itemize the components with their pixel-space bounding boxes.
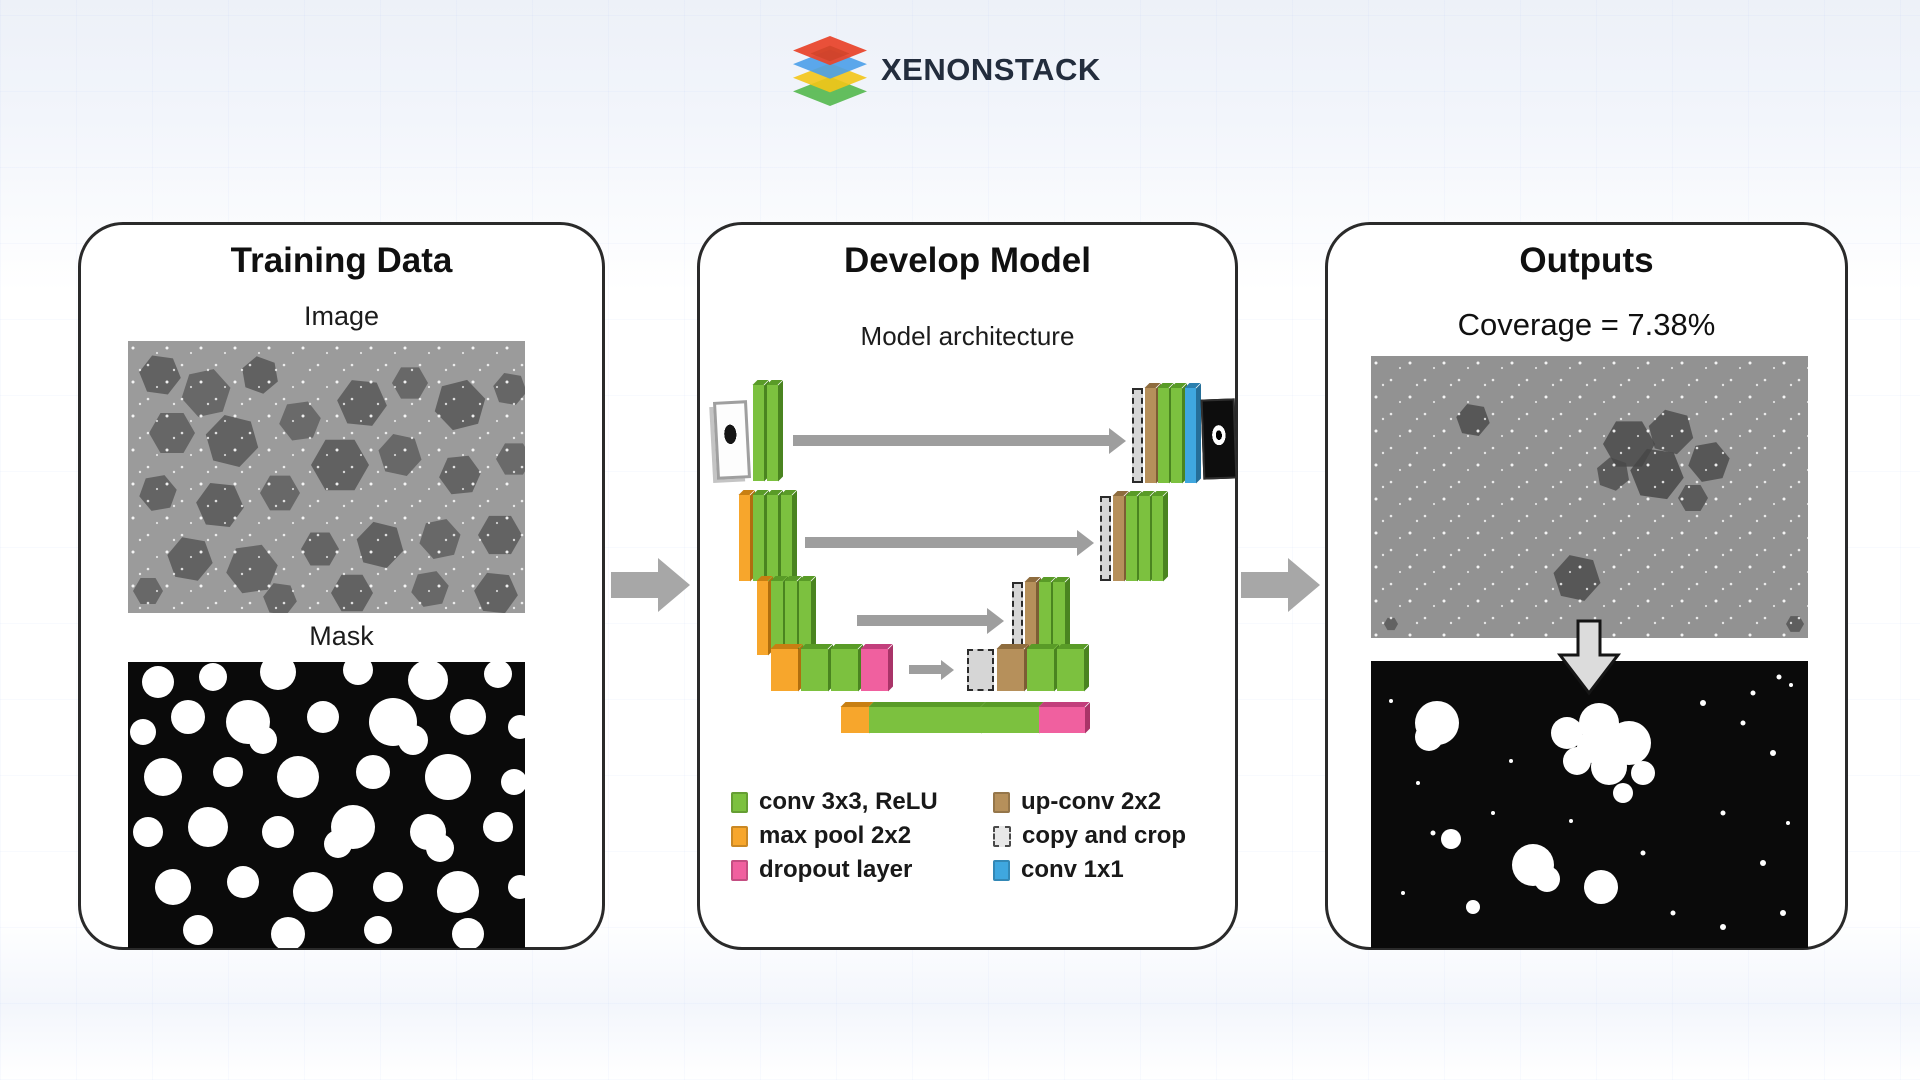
conv-layer-slab <box>771 581 783 655</box>
conv-layer-slab <box>799 581 811 655</box>
conv-layer-slab <box>781 495 792 581</box>
conv3x3-swatch-icon <box>731 791 748 813</box>
legend-label: conv 3x3, ReLU <box>759 788 938 815</box>
unet-architecture-diagram <box>705 375 1238 745</box>
maxpool-layer-slab <box>739 495 750 581</box>
conv-layer-slab <box>753 495 764 581</box>
output-mask-image <box>1371 661 1808 948</box>
conv-layer-slab <box>753 385 764 481</box>
conv-layer-slab <box>1158 388 1169 483</box>
conv-layer-slab <box>1039 582 1051 654</box>
copy-crop-swatch-icon <box>993 825 1011 847</box>
conv-layer-slab <box>1126 496 1137 581</box>
copy-crop-slab <box>1100 496 1111 581</box>
maxpool-layer-slab <box>757 581 768 655</box>
output-segmentation-plate <box>1200 398 1238 480</box>
conv-layer-cube <box>801 649 828 691</box>
conv-layer-cube <box>1057 649 1084 691</box>
conv-layer-slab <box>767 495 778 581</box>
legend-item: conv 1x1 <box>993 853 1217 887</box>
dropout-layer-cube <box>861 649 888 691</box>
conv-layer-cube <box>831 649 858 691</box>
panel-outputs: Outputs Coverage = 7.38% <box>1325 222 1848 950</box>
upconv-swatch-icon <box>993 791 1010 813</box>
input-image-plate <box>712 400 752 480</box>
image-label: Image <box>303 301 380 331</box>
training-image-micrograph <box>128 341 525 613</box>
upconv-layer-cube <box>997 649 1024 691</box>
down-arrow-icon <box>1556 619 1622 696</box>
unet-legend: conv 3x3, ReLU max pool 2x2 dropout laye… <box>731 785 1217 887</box>
logo: XENONSTACK <box>791 34 1101 106</box>
conv-layer-slab <box>785 581 797 655</box>
upconv-layer-slab <box>1025 582 1036 654</box>
panel-develop-model: Develop Model Model architecture <box>697 222 1238 950</box>
conv-layer-slab <box>1152 496 1163 581</box>
logo-wordmark: XENONSTACK <box>881 52 1101 87</box>
maxpool-swatch-icon <box>731 825 748 847</box>
legend-label: conv 1x1 <box>1021 856 1124 883</box>
conv1x1-layer-slab <box>1185 388 1196 483</box>
legend-item: dropout layer <box>731 853 993 887</box>
skip-connection-arrow <box>857 615 987 626</box>
legend-label: dropout layer <box>759 856 913 883</box>
upconv-layer-slab <box>1145 388 1156 483</box>
training-data-title: Training Data <box>230 241 453 280</box>
conv-layer-cube <box>1027 649 1054 691</box>
legend-label: up-conv 2x2 <box>1021 788 1162 815</box>
upconv-layer-slab <box>1113 496 1124 581</box>
conv-layer-slab <box>1053 582 1065 654</box>
panel-training-data: Training Data Image <box>78 222 605 950</box>
maxpool-layer-cube <box>841 707 869 733</box>
skip-connection-arrow <box>805 537 1077 548</box>
develop-model-title: Develop Model <box>844 241 1091 280</box>
legend-item: conv 3x3, ReLU <box>731 785 993 819</box>
legend-label: max pool 2x2 <box>759 822 912 849</box>
conv-layer-bar <box>981 707 1039 733</box>
flow-arrow-right-icon <box>1241 558 1320 612</box>
copy-crop-slab <box>1132 388 1143 483</box>
legend-item: max pool 2x2 <box>731 819 993 853</box>
dropout-swatch-icon <box>731 859 748 881</box>
model-architecture-label: Model architecture <box>860 321 1075 351</box>
outputs-title: Outputs <box>1519 241 1654 280</box>
output-micrograph <box>1371 356 1808 638</box>
skip-connection-arrow <box>793 435 1109 446</box>
conv-layer-slab <box>1171 388 1182 483</box>
legend-label: copy and crop <box>1022 822 1187 849</box>
coverage-value: Coverage = 7.38% <box>1457 307 1716 342</box>
legend-item: copy and crop <box>993 819 1217 853</box>
layers-stack-icon <box>793 35 867 106</box>
conv1x1-swatch-icon <box>993 859 1010 881</box>
bottleneck-arrow <box>909 665 941 674</box>
maxpool-layer-cube <box>771 649 798 691</box>
legend-item: up-conv 2x2 <box>993 785 1217 819</box>
flow-arrow-right-icon <box>611 558 690 612</box>
conv-layer-slab <box>1139 496 1150 581</box>
training-mask-image <box>128 662 525 948</box>
copy-crop-cube <box>967 649 994 691</box>
conv-layer-bar <box>869 707 981 733</box>
mask-label: Mask <box>309 621 374 651</box>
conv-layer-slab <box>767 385 778 481</box>
dropout-layer-bar <box>1039 707 1085 733</box>
